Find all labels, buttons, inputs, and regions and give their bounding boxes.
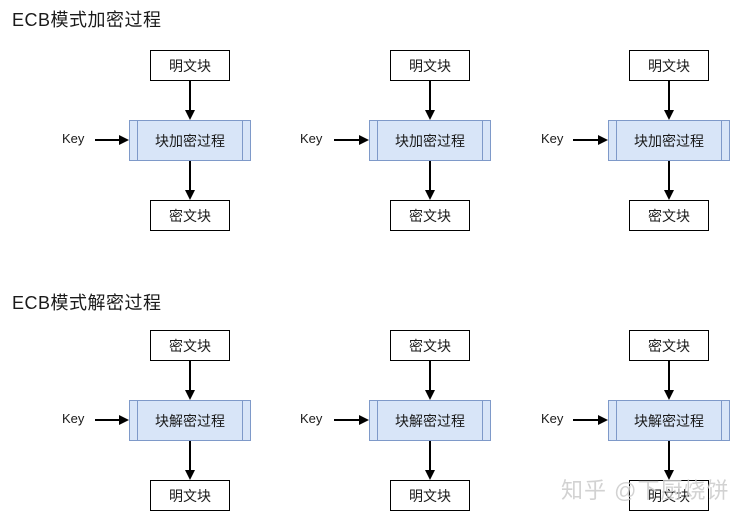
key-label: Key: [62, 411, 85, 426]
ciphertext-block: 密文块: [390, 330, 470, 361]
block-encryption-process: 块加密过程: [369, 120, 491, 161]
plaintext-block: 明文块: [390, 50, 470, 81]
key-label: Key: [300, 131, 323, 146]
arrowhead-down-icon: [185, 390, 195, 400]
arrow-down: [668, 441, 670, 471]
process-label: 块解密过程: [155, 412, 225, 429]
key-label: Key: [62, 131, 85, 146]
arrowhead-down-icon: [664, 470, 674, 480]
key-label: Key: [300, 411, 323, 426]
arrow-down: [668, 361, 670, 391]
key-arrow: [334, 419, 359, 421]
arrowhead-right-icon: [359, 415, 369, 425]
key-arrow: [95, 419, 120, 421]
section-title-decryption: ECB模式解密过程: [12, 293, 162, 313]
arrow-down: [189, 441, 191, 471]
arrowhead-right-icon: [359, 135, 369, 145]
plaintext-block-label: 明文块: [169, 57, 211, 74]
section-title-encryption: ECB模式加密过程: [12, 10, 162, 30]
ciphertext-block-label: 密文块: [648, 207, 690, 224]
block-decryption-process: 块解密过程: [129, 400, 251, 441]
arrow-down: [429, 161, 431, 191]
block-encryption-process: 块加密过程: [608, 120, 730, 161]
arrowhead-down-icon: [425, 390, 435, 400]
process-label: 块加密过程: [395, 132, 465, 149]
plaintext-block: 明文块: [390, 480, 470, 511]
arrowhead-down-icon: [664, 110, 674, 120]
watermark: 知乎 @下厨烧饼: [561, 478, 730, 503]
process-label: 块加密过程: [155, 132, 225, 149]
plaintext-block: 明文块: [150, 480, 230, 511]
key-label: Key: [541, 131, 564, 146]
key-arrow: [95, 139, 120, 141]
ciphertext-block: 密文块: [390, 200, 470, 231]
plaintext-block: 明文块: [629, 50, 709, 81]
ciphertext-block-label: 密文块: [648, 337, 690, 354]
arrow-down: [189, 161, 191, 191]
key-arrow: [334, 139, 359, 141]
plaintext-block-label: 明文块: [409, 57, 451, 74]
block-decryption-process: 块解密过程: [608, 400, 730, 441]
arrow-down: [189, 81, 191, 111]
arrowhead-down-icon: [425, 470, 435, 480]
arrow-down: [189, 361, 191, 391]
plaintext-block-label: 明文块: [648, 57, 690, 74]
arrowhead-down-icon: [185, 470, 195, 480]
process-label: 块解密过程: [395, 412, 465, 429]
arrowhead-right-icon: [598, 415, 608, 425]
process-label: 块加密过程: [634, 132, 704, 149]
arrow-down: [668, 81, 670, 111]
ciphertext-block: 密文块: [629, 200, 709, 231]
arrowhead-down-icon: [664, 390, 674, 400]
block-encryption-process: 块加密过程: [129, 120, 251, 161]
arrowhead-right-icon: [119, 415, 129, 425]
arrowhead-down-icon: [185, 190, 195, 200]
ciphertext-block: 密文块: [150, 200, 230, 231]
arrowhead-right-icon: [598, 135, 608, 145]
ciphertext-block-label: 密文块: [409, 337, 451, 354]
plaintext-block-label: 明文块: [409, 487, 451, 504]
process-label: 块解密过程: [634, 412, 704, 429]
ciphertext-block-label: 密文块: [409, 207, 451, 224]
arrowhead-right-icon: [119, 135, 129, 145]
arrow-down: [429, 81, 431, 111]
block-decryption-process: 块解密过程: [369, 400, 491, 441]
plaintext-block-label: 明文块: [169, 487, 211, 504]
arrow-down: [668, 161, 670, 191]
arrowhead-down-icon: [664, 190, 674, 200]
ciphertext-block-label: 密文块: [169, 207, 211, 224]
arrowhead-down-icon: [185, 110, 195, 120]
plaintext-block-label: 明文块: [648, 487, 690, 504]
ciphertext-block: 密文块: [629, 330, 709, 361]
arrowhead-down-icon: [425, 110, 435, 120]
key-label: Key: [541, 411, 564, 426]
ciphertext-block-label: 密文块: [169, 337, 211, 354]
arrow-down: [429, 361, 431, 391]
arrow-down: [429, 441, 431, 471]
arrowhead-down-icon: [425, 190, 435, 200]
key-arrow: [573, 419, 598, 421]
plaintext-block: 明文块: [629, 480, 709, 511]
key-arrow: [573, 139, 598, 141]
plaintext-block: 明文块: [150, 50, 230, 81]
ciphertext-block: 密文块: [150, 330, 230, 361]
